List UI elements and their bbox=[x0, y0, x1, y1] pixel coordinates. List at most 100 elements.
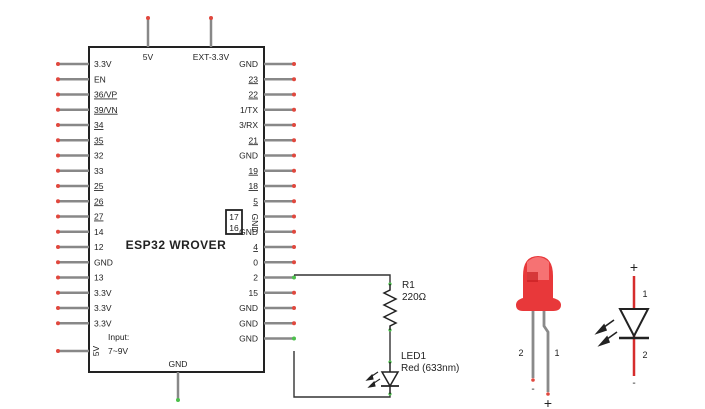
right-pin-column: GND23221/TX3/RX21GND19185GND40215GNDGNDG… bbox=[239, 59, 296, 344]
right-pin-7-19: 19 bbox=[249, 166, 296, 176]
right-pin-label: 18 bbox=[249, 181, 259, 191]
right-pin-label: 23 bbox=[249, 74, 259, 84]
right-pin-label: 22 bbox=[249, 90, 259, 100]
led1-symbol: LED1 Red (633nm) bbox=[365, 351, 459, 394]
left-pin-label: 25 bbox=[94, 181, 104, 191]
right-pin-11-gnd: GND bbox=[239, 227, 296, 237]
left-pin-label: 26 bbox=[94, 196, 104, 206]
left-pin-label: 12 bbox=[94, 242, 104, 252]
right-pin-6-gnd: GND bbox=[239, 151, 296, 161]
left-pin-1-en: EN bbox=[56, 74, 106, 84]
diode-pin-top: 1 bbox=[642, 289, 647, 299]
right-pin-9-5: 5 bbox=[253, 196, 296, 206]
bottom-pin-gnd: GND bbox=[169, 359, 188, 402]
left-pin-3-39-vn: 39/VN bbox=[56, 105, 118, 115]
top-pin-ext33v: EXT-3.3V bbox=[193, 16, 230, 62]
right-pin-0-gnd: GND bbox=[239, 59, 296, 69]
left-pin-label: 33 bbox=[94, 166, 104, 176]
left-pin-label: 36/VP bbox=[94, 90, 117, 100]
left-pin-label: EN bbox=[94, 74, 106, 84]
led-drawing-minus: - bbox=[531, 384, 534, 395]
right-pin-10-gnd bbox=[264, 214, 296, 219]
right-pin-8-18: 18 bbox=[249, 181, 296, 191]
right-pin-label: GND bbox=[239, 59, 258, 69]
left-pin-7-33: 33 bbox=[56, 166, 104, 176]
right-pin-18-gnd: GND bbox=[239, 334, 296, 344]
led-name: LED1 bbox=[401, 351, 426, 362]
right-pin-2-22: 22 bbox=[249, 90, 296, 100]
left-pin-14-13: 13 bbox=[56, 273, 104, 283]
resistor-name: R1 bbox=[402, 280, 415, 291]
box-pin-17: 17 bbox=[229, 212, 239, 222]
resistor-r1: R1 220Ω bbox=[382, 280, 427, 330]
left-pin-8-25: 25 bbox=[56, 181, 104, 191]
right-pin-4-3-rx: 3/RX bbox=[239, 120, 296, 130]
left-pin-13-gnd: GND bbox=[56, 257, 113, 267]
right-pin-15-15: 15 bbox=[249, 288, 296, 298]
diode-symbol: + 1 2 - bbox=[594, 259, 650, 389]
left-pin-label: 13 bbox=[94, 273, 104, 283]
left-pin-2-36-vp: 36/VP bbox=[56, 90, 117, 100]
right-pin-1-23: 23 bbox=[249, 74, 296, 84]
left-pin-11-14: 14 bbox=[56, 227, 104, 237]
left-pin-label: 3.3V bbox=[94, 318, 112, 328]
right-pin-label: GND bbox=[239, 318, 258, 328]
left-pin-6-32: 32 bbox=[56, 151, 104, 161]
box-pin-16: 16 bbox=[229, 223, 239, 233]
right-pin-12-4: 4 bbox=[253, 242, 296, 252]
led-drawing-pin-right: 1 bbox=[554, 348, 559, 358]
diode-minus: - bbox=[632, 378, 635, 389]
diode-light-arrows bbox=[594, 319, 618, 347]
left-pin-label: 14 bbox=[94, 227, 104, 237]
left-pin-5-35: 35 bbox=[56, 135, 104, 145]
left-pin-label: 3.3V bbox=[94, 288, 112, 298]
right-pin-label: 0 bbox=[253, 257, 258, 267]
right-pin-13-0: 0 bbox=[253, 257, 296, 267]
left-pin-label: 34 bbox=[94, 120, 104, 130]
left-pin-10-27: 27 bbox=[56, 212, 104, 222]
left-pin-label-5v: 5V bbox=[91, 345, 101, 356]
left-pin-label: GND bbox=[94, 257, 113, 267]
left-pin-17-3-3v: 3.3V bbox=[56, 318, 112, 328]
boxed-pins-17-16: 17 16 GND bbox=[225, 209, 260, 235]
left-pin-16-3-3v: 3.3V bbox=[56, 303, 112, 313]
left-pin-12-12: 12 bbox=[56, 242, 104, 252]
diode-pin-bottom: 2 bbox=[642, 350, 647, 360]
left-pin-4-34: 34 bbox=[56, 120, 104, 130]
right-pin-label: 1/TX bbox=[240, 105, 258, 115]
diode-plus: + bbox=[630, 259, 638, 275]
left-pin-label: 39/VN bbox=[94, 105, 118, 115]
left-pin-5v-input: 5V Input: 7~9V bbox=[56, 332, 129, 356]
right-pin-3-1-tx: 1/TX bbox=[240, 105, 296, 115]
right-pin-label: 2 bbox=[253, 273, 258, 283]
right-pin-label: 21 bbox=[249, 135, 259, 145]
right-pin-label: 15 bbox=[249, 288, 259, 298]
right-pin-14-2: 2 bbox=[253, 273, 296, 283]
led-value: Red (633nm) bbox=[401, 363, 459, 374]
top-pin-label-5v: 5V bbox=[143, 52, 154, 62]
input-label-line1: Input: bbox=[108, 332, 129, 342]
right-pin-label: GND bbox=[239, 303, 258, 313]
right-pin-label: GND bbox=[239, 151, 258, 161]
right-pin-16-gnd: GND bbox=[239, 303, 296, 313]
led-drawing: 2 1 - + bbox=[516, 256, 561, 409]
rotated-gnd-label: GND bbox=[250, 214, 260, 233]
board-title: ESP32 WROVER bbox=[126, 238, 227, 252]
right-pin-label: 3/RX bbox=[239, 120, 258, 130]
right-pin-label: 19 bbox=[249, 166, 259, 176]
led-drawing-pin-left: 2 bbox=[518, 348, 523, 358]
left-pin-label: 3.3V bbox=[94, 59, 112, 69]
left-pin-15-3-3v: 3.3V bbox=[56, 288, 112, 298]
bottom-pin-label-gnd: GND bbox=[169, 359, 188, 369]
left-pin-label: 35 bbox=[94, 135, 104, 145]
input-label-line2: 7~9V bbox=[108, 346, 128, 356]
left-pin-9-26: 26 bbox=[56, 196, 104, 206]
right-pin-label: 5 bbox=[253, 196, 258, 206]
left-pin-label: 32 bbox=[94, 151, 104, 161]
left-pin-label: 27 bbox=[94, 212, 104, 222]
left-pin-label: 3.3V bbox=[94, 303, 112, 313]
circuit-wires bbox=[293, 274, 391, 398]
right-pin-label: GND bbox=[239, 227, 258, 237]
